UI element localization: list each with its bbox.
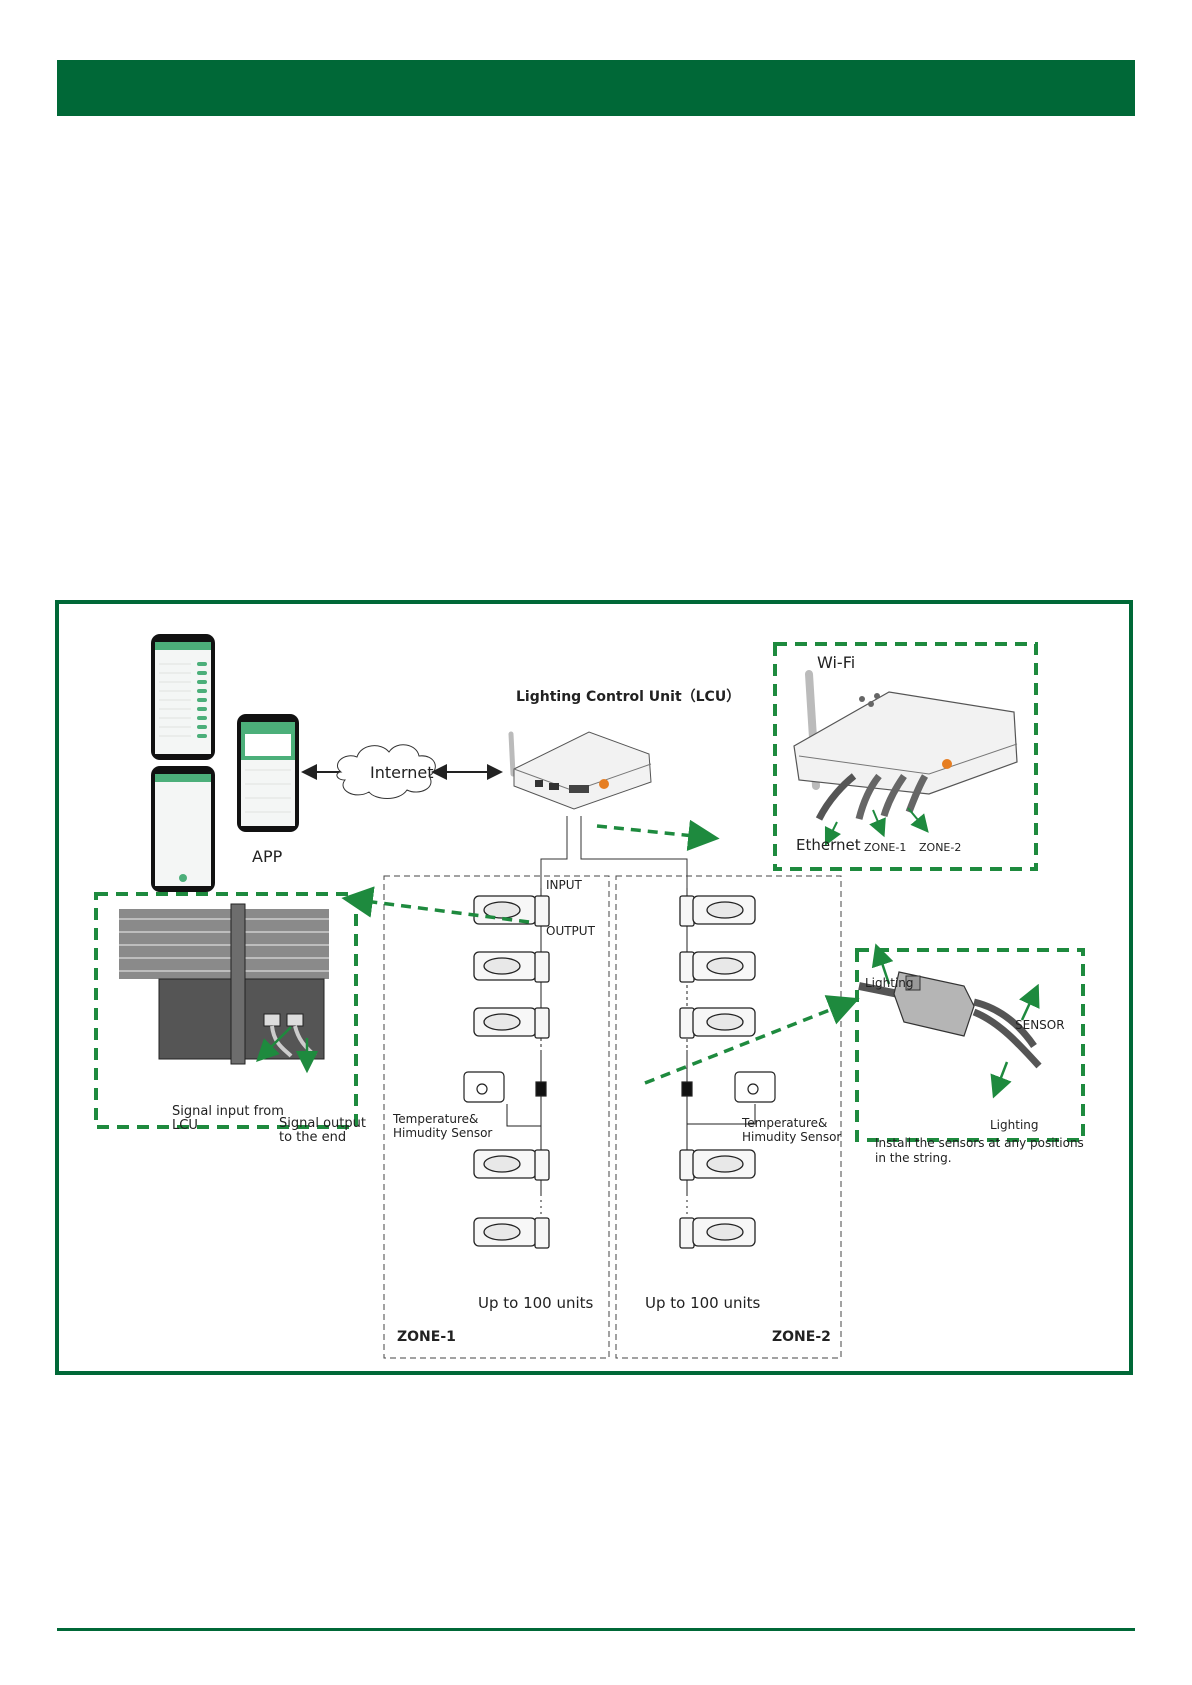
driver-inset — [94, 892, 358, 1129]
lcu-device — [508, 731, 652, 810]
lighting-bottom-label: Lighting — [990, 1118, 1039, 1132]
lcu-title: Lighting Control Unit（LCU） — [516, 689, 741, 705]
input-label: INPUT — [546, 878, 582, 892]
driver-closeup — [119, 903, 329, 1065]
zone2-box — [615, 875, 842, 1359]
zone1-port-label: ZONE-1 — [864, 841, 907, 854]
temp-sensor-left-label-1: Temperature& — [393, 1112, 479, 1126]
sensor-label: SENSOR — [1015, 1018, 1065, 1032]
signal-output-label-2: to the end — [279, 1130, 347, 1145]
zone2-sensor — [681, 1071, 776, 1103]
signal-output-label-1: Signal output — [279, 1116, 366, 1131]
zone1-box — [383, 875, 610, 1359]
ports-inset — [773, 642, 1038, 871]
wifi-label: Wi-Fi — [817, 653, 856, 672]
zone2-units-label: Up to 100 units — [645, 1294, 761, 1312]
install-note-2: in the string. — [875, 1151, 952, 1165]
install-note-1: Install the sensors at any positions — [875, 1136, 1084, 1150]
app-label: APP — [252, 847, 283, 866]
sensor-connector-inset — [855, 948, 1085, 1142]
signal-input-label-2: LCU — [172, 1118, 198, 1133]
zone1-units-label: Up to 100 units — [478, 1294, 594, 1312]
zone1-string — [506, 888, 542, 1234]
header-bar — [57, 60, 1135, 116]
zone2-port-label: ZONE-2 — [919, 841, 962, 854]
temp-sensor-left-label-2: Himudity Sensor — [393, 1126, 493, 1140]
temp-sensor-right-label-2: Himudity Sensor — [742, 1130, 842, 1144]
footer-rule — [57, 1628, 1135, 1631]
ethernet-label: Ethernet — [796, 836, 861, 854]
lighting-top-label: Lighting — [865, 976, 914, 990]
phone-list — [151, 634, 215, 760]
diagram-graphics — [94, 634, 1085, 1359]
zone2-title: ZONE-2 — [772, 1329, 831, 1345]
connector-closeup — [858, 971, 1042, 1069]
phone-app — [237, 714, 299, 832]
zone1-title: ZONE-1 — [397, 1329, 456, 1345]
phone-blank — [151, 766, 215, 892]
zone1-sensor — [463, 1071, 547, 1103]
signal-input-label-1: Signal input from — [172, 1104, 284, 1119]
lcu-closeup — [793, 670, 1018, 821]
temp-sensor-right-label-1: Temperature& — [742, 1116, 828, 1130]
output-label: OUTPUT — [546, 924, 595, 938]
internet-label: Internet — [370, 763, 434, 782]
zone2-lights — [679, 895, 756, 1249]
diagram-frame: Internet APP Lighting Control Unit（LCU） … — [55, 600, 1133, 1375]
internet-cloud — [336, 744, 436, 799]
